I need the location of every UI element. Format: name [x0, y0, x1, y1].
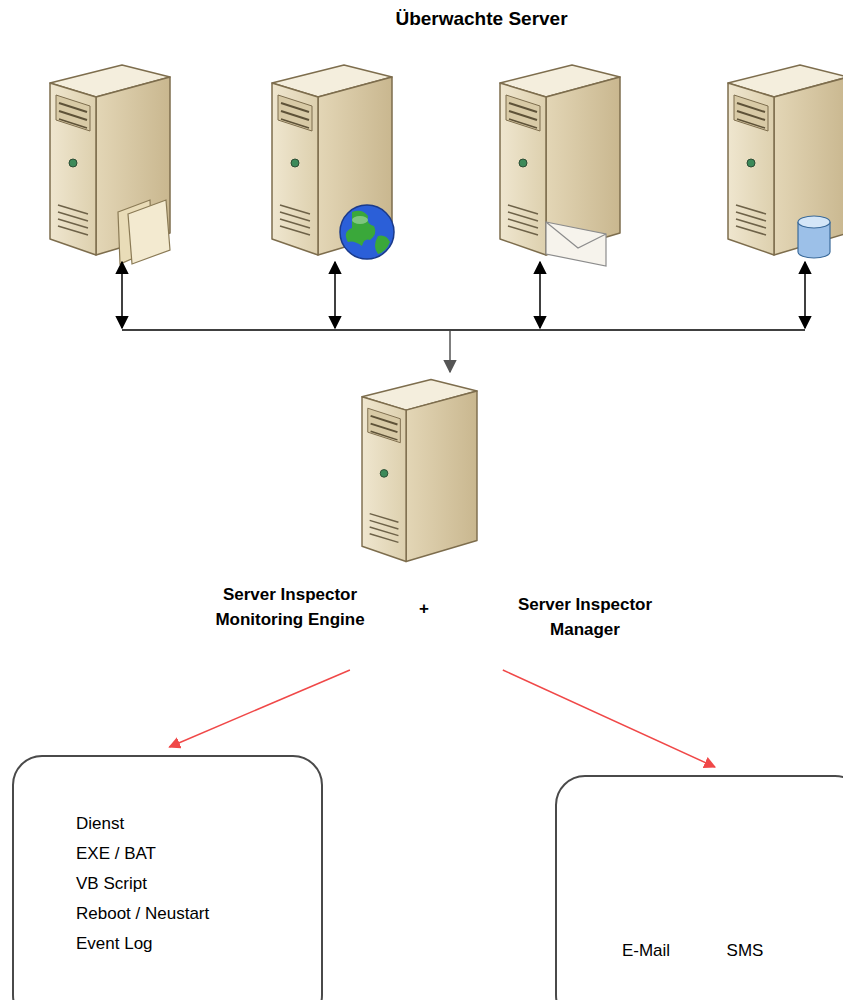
- item-label: Reboot / Neustart: [76, 899, 311, 929]
- globe-icon: [340, 205, 394, 259]
- item-label: Event Log: [76, 929, 311, 959]
- folder-icon: [118, 200, 170, 264]
- item-label: EXE / BAT: [76, 839, 311, 869]
- item-label: VB Script: [76, 869, 311, 899]
- flow-arrow: [169, 670, 350, 747]
- server-icon: [272, 65, 392, 255]
- server-icon: [728, 65, 843, 255]
- bus-wire: [122, 262, 805, 330]
- item-label: Dienst: [76, 809, 311, 839]
- component-label: Server Inspector Monitoring Engine: [185, 583, 395, 632]
- diagram-title: Überwachte Server: [0, 8, 843, 30]
- item-label: E-Mail: [601, 939, 691, 964]
- flow-arrow: [503, 670, 715, 767]
- component-label: +: [416, 597, 432, 622]
- feed-arrow: [449, 331, 451, 372]
- item-label: SMS: [720, 939, 770, 964]
- server-node: Server Inspector Monitoring Engine + Serve…: [150, 375, 710, 670]
- server-icon: [362, 379, 477, 561]
- action-box: E-Mail SMS: [555, 775, 843, 1000]
- action-box: DienstEXE / BATVB ScriptReboot / Neustar…: [12, 755, 323, 1000]
- component-label: Server Inspector Manager: [490, 593, 680, 642]
- database-icon: [798, 216, 830, 258]
- envelope-icon: [546, 222, 606, 266]
